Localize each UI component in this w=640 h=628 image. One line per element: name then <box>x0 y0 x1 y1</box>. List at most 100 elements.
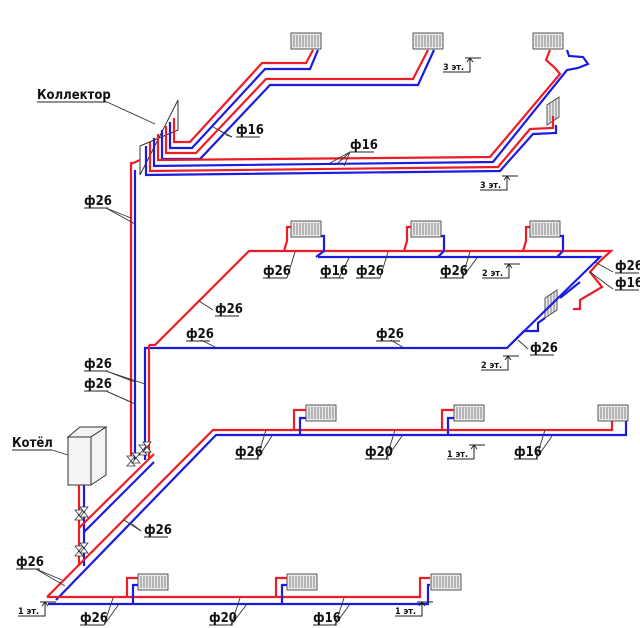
leader-line <box>200 339 218 349</box>
leader-line <box>461 257 478 279</box>
pipe-diameter-text: ф26 <box>615 259 640 274</box>
floor-1 <box>46 404 629 606</box>
pipe-diameter-text: ф20 <box>209 611 237 626</box>
pipe-label-f2-front-left: ф26 <box>186 327 218 349</box>
floor-mark: 2 эт. <box>481 355 519 371</box>
leader-line <box>385 435 403 460</box>
leader-line <box>336 151 351 165</box>
radiator <box>597 404 629 422</box>
pipe-label-riser-b: ф26 <box>84 377 136 405</box>
leader-line <box>535 435 553 460</box>
leader-line <box>105 207 132 219</box>
floor-mark: 3 эт. <box>443 57 481 73</box>
pipe-label-f2-rear-4: ф26 <box>440 251 478 279</box>
pipe-label-f1-rear-1: ф26 <box>235 429 273 460</box>
pipe-diameter-text: ф16 <box>615 276 640 291</box>
floor-mark-text: 1 эт. <box>18 607 39 617</box>
leader-line <box>517 339 529 350</box>
floor-mark-text: 3 эт. <box>480 181 501 191</box>
pipe-diameter-text: ф26 <box>16 555 44 570</box>
pipe-label-f1-front-1: ф26 <box>80 597 120 626</box>
radiator <box>410 220 442 238</box>
pipe-diameter-text: ф16 <box>313 611 341 626</box>
leader-line <box>103 597 114 626</box>
pipe-diameter-text: ф16 <box>350 138 378 153</box>
pipe-label-f2-right-1: ф26 <box>594 259 640 274</box>
floor-mark-text: 2 эт. <box>482 269 503 279</box>
radiator <box>453 404 485 422</box>
floor-mark: 2 эт. <box>482 263 520 279</box>
leader-line <box>338 257 350 279</box>
pipe-label-riser-a: ф26 <box>84 357 146 385</box>
leader-line <box>103 603 120 626</box>
floor-mark: 1 эт. <box>447 444 485 460</box>
pipe-label-collector-upper: ф16 <box>212 123 264 138</box>
radiator <box>532 32 564 50</box>
radiator <box>286 573 318 591</box>
leader-line <box>256 429 267 460</box>
leader-line <box>379 251 389 279</box>
leader-line <box>594 261 614 273</box>
floor-3 <box>129 32 590 460</box>
pipe-diameter-text: ф26 <box>440 264 468 279</box>
leader-line <box>343 151 351 167</box>
pipe-diameter-text: ф20 <box>365 445 393 460</box>
pipe-diameter-text: ф26 <box>144 523 172 538</box>
leader-line <box>461 251 471 279</box>
leader-line <box>105 390 136 405</box>
boiler-label: Котёл <box>12 436 53 451</box>
pipe-label-collector-lower: ф16 <box>329 138 378 167</box>
floor-mark: 3 эт. <box>480 175 518 191</box>
floor-mark-text: 2 эт. <box>481 361 502 371</box>
pipe-label-f1-rear-2: ф20 <box>365 429 403 460</box>
leader-line <box>286 251 296 279</box>
leader-line <box>131 523 142 532</box>
component-labels: Коллектор Котёл <box>12 88 156 456</box>
leader-line <box>105 370 146 385</box>
leader-line <box>334 597 345 626</box>
pipe-label-f2-front-mid: ф26 <box>376 327 405 349</box>
radiator <box>529 220 561 238</box>
boiler <box>66 426 108 486</box>
pipe-diameter-text: ф26 <box>84 357 112 372</box>
floor-mark-text: 1 эт. <box>395 607 416 617</box>
leader-line <box>105 207 136 225</box>
leader-line <box>230 603 248 626</box>
pipe-label-riser-main: ф26 <box>84 194 136 225</box>
pipe-diameter-text: ф26 <box>84 377 112 392</box>
radiator <box>290 32 322 50</box>
leader-line <box>35 568 63 581</box>
pipe-label-f1-front-3: ф16 <box>313 597 351 626</box>
pipe-diameter-text: ф26 <box>186 327 214 342</box>
leader-line <box>198 300 214 311</box>
pipe-label-f1-diag: ф26 <box>123 519 172 538</box>
leader-line <box>334 603 351 626</box>
leader-line <box>390 339 405 349</box>
leader-line <box>225 134 233 138</box>
pipe-label-f2-front-right: ф26 <box>517 339 558 356</box>
pipe-diameter-text: ф26 <box>376 327 404 342</box>
pipe-diameter-labels: ф16 ф16 ф26 ф26 ф16 ф26 ф26 ф26 ф16 ф26 ф26 ф26 ф26 ф… <box>16 123 640 626</box>
leader-line <box>35 568 66 587</box>
floor-mark-text: 1 эт. <box>447 450 468 460</box>
pipe-diameter-text: ф26 <box>530 341 558 356</box>
leader-line <box>256 435 273 460</box>
leader-line <box>329 151 351 164</box>
floor-marks: 3 эт. 3 эт. 2 эт. 2 эт. 1 эт. 1 эт. 1 эт. <box>18 57 520 617</box>
pipe-label-f1-rear-3: ф16 <box>514 429 553 460</box>
floor-mark: 1 эт. <box>18 601 56 617</box>
pipe-diameter-text: ф16 <box>320 264 348 279</box>
floor-mark: 1 эт. <box>395 601 433 617</box>
collector-label: Коллектор <box>37 88 111 103</box>
pipe-diameter-text: ф26 <box>356 264 384 279</box>
leader-line <box>535 429 546 460</box>
floor-mark-text: 3 эт. <box>443 63 464 73</box>
pipe-label-f2-right-2: ф16 <box>589 271 640 291</box>
pipe-diameter-text: ф26 <box>235 445 263 460</box>
radiator <box>430 573 462 591</box>
pipe-label-f1-front-2: ф20 <box>209 597 248 626</box>
pipe-diameter-text: ф26 <box>263 264 291 279</box>
leader-line <box>589 271 614 290</box>
pipe-diameter-text: ф26 <box>84 194 112 209</box>
